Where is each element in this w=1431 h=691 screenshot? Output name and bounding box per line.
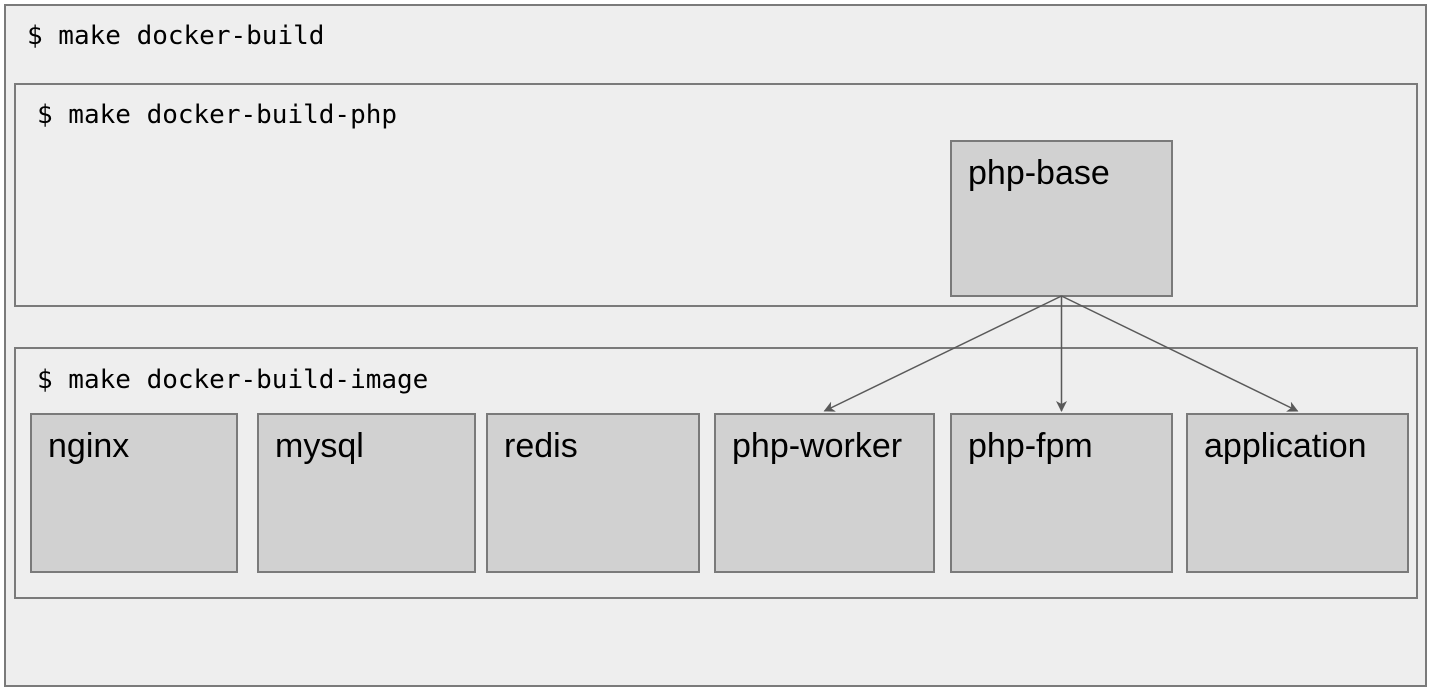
node-nginx: nginx xyxy=(30,413,238,573)
group-docker-build-php-label: $ make docker-build-php xyxy=(37,100,398,130)
node-application: application xyxy=(1186,413,1409,573)
group-docker-build-image-label: $ make docker-build-image xyxy=(37,365,429,395)
group-docker-build-label: $ make docker-build xyxy=(27,21,325,51)
node-redis: redis xyxy=(486,413,700,573)
node-php-worker: php-worker xyxy=(714,413,935,573)
node-php-fpm: php-fpm xyxy=(950,413,1173,573)
node-mysql: mysql xyxy=(257,413,476,573)
group-docker-build-php xyxy=(14,83,1418,307)
node-php-base: php-base xyxy=(950,140,1173,297)
